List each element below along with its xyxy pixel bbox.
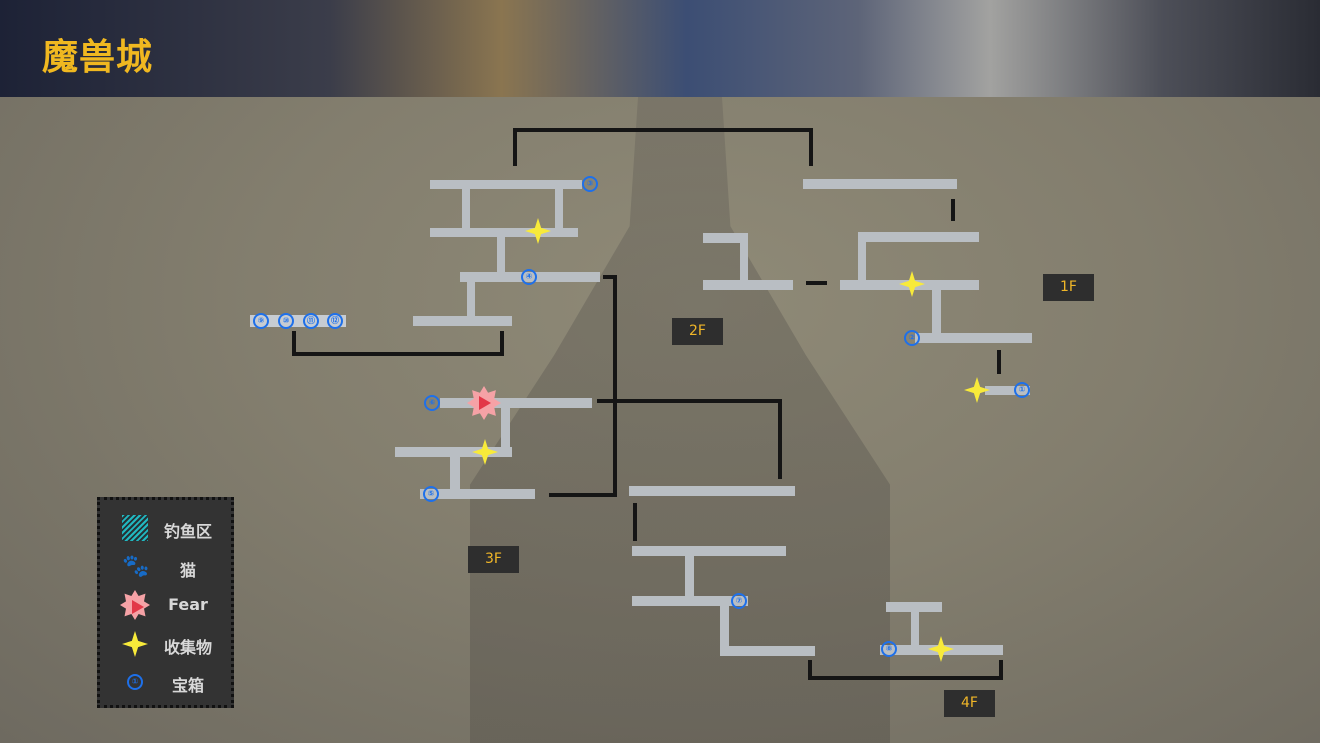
connector <box>513 128 517 166</box>
path <box>629 486 795 496</box>
path <box>703 233 748 243</box>
floor-label-2f: 2F <box>672 318 723 345</box>
chest-marker-5[interactable]: ⑤ <box>423 486 439 502</box>
path <box>430 228 578 237</box>
legend-item-fear: Fear <box>100 589 231 620</box>
path <box>911 612 919 647</box>
connector <box>603 275 617 279</box>
chest-marker-11[interactable]: ⑪ <box>303 313 319 329</box>
connector <box>292 331 296 355</box>
path <box>555 189 563 229</box>
connector <box>500 331 504 355</box>
path <box>420 489 535 499</box>
connector <box>778 399 782 479</box>
connector <box>597 399 782 403</box>
chest-marker-4[interactable]: ④ <box>521 269 537 285</box>
chest-marker-1[interactable]: ① <box>1014 382 1030 398</box>
connector <box>513 128 813 132</box>
legend-item-chest: ① 宝箱 <box>100 666 231 696</box>
path <box>497 237 505 273</box>
chest-marker-9[interactable]: ⑨ <box>253 313 269 329</box>
legend-item-cat: 🐾 猫 <box>100 551 231 581</box>
legend-label: 宝箱 <box>171 676 204 695</box>
fear-icon[interactable] <box>467 386 501 420</box>
collectible-star-icon[interactable] <box>899 271 925 297</box>
cat-paw-icon: 🐾 <box>122 554 150 579</box>
chest-marker-10[interactable]: ⑩ <box>278 313 294 329</box>
connector <box>808 676 1003 680</box>
chest-marker-6[interactable]: ⑥ <box>424 395 440 411</box>
chest-marker-12[interactable]: ⑫ <box>327 313 343 329</box>
path <box>720 646 815 656</box>
collectible-star-icon[interactable] <box>525 218 551 244</box>
castle-background <box>470 97 890 743</box>
path <box>886 602 942 612</box>
path <box>685 556 694 597</box>
legend-label: 收集物 <box>163 638 212 657</box>
page-title: 魔兽城 <box>42 36 154 78</box>
floor-label-4f: 4F <box>944 690 995 717</box>
path <box>413 316 512 326</box>
legend-label: 钓鱼区 <box>163 522 212 541</box>
path <box>501 408 510 450</box>
path <box>858 232 979 242</box>
fishing-area-icon <box>122 515 148 541</box>
chest-marker-3[interactable]: ③ <box>582 176 598 192</box>
connector <box>808 660 812 680</box>
legend-label: Fear <box>168 595 208 614</box>
chest-marker-2[interactable]: ② <box>904 330 920 346</box>
path <box>395 447 512 457</box>
path <box>467 282 475 317</box>
path <box>440 398 592 408</box>
path <box>450 457 460 490</box>
path <box>915 333 1032 343</box>
collectible-star-icon <box>122 631 148 657</box>
path <box>858 242 866 284</box>
path <box>985 386 1030 395</box>
legend-label: 猫 <box>179 561 196 580</box>
path <box>632 546 786 556</box>
floor-label-3f: 3F <box>468 546 519 573</box>
legend-item-fishing: 钓鱼区 <box>100 512 231 542</box>
collectible-star-icon[interactable] <box>964 377 990 403</box>
path <box>740 243 748 281</box>
path <box>803 179 957 189</box>
legend-item-collectible: 收集物 <box>100 628 231 658</box>
connector <box>951 199 955 221</box>
connector <box>997 350 1001 374</box>
path <box>632 596 748 606</box>
connector <box>549 493 617 497</box>
connector <box>806 281 827 285</box>
connector <box>292 352 504 356</box>
connector <box>613 275 617 497</box>
path <box>462 189 470 229</box>
path <box>932 290 941 334</box>
chest-number-icon: ① <box>127 674 143 690</box>
connector <box>999 660 1003 680</box>
floor-label-1f: 1F <box>1043 274 1094 301</box>
connector <box>809 128 813 166</box>
path <box>703 280 793 290</box>
path <box>430 180 582 189</box>
header-banner: 魔兽城 <box>0 0 1320 97</box>
fear-icon <box>120 590 150 620</box>
collectible-star-icon[interactable] <box>928 636 954 662</box>
chest-bar <box>250 315 346 327</box>
path <box>720 606 729 648</box>
chest-marker-7[interactable]: ⑦ <box>731 593 747 609</box>
legend: 钓鱼区 🐾 猫 Fear 收集物 ① 宝箱 <box>97 497 234 708</box>
connector <box>633 503 637 541</box>
chest-marker-8[interactable]: ⑧ <box>881 641 897 657</box>
